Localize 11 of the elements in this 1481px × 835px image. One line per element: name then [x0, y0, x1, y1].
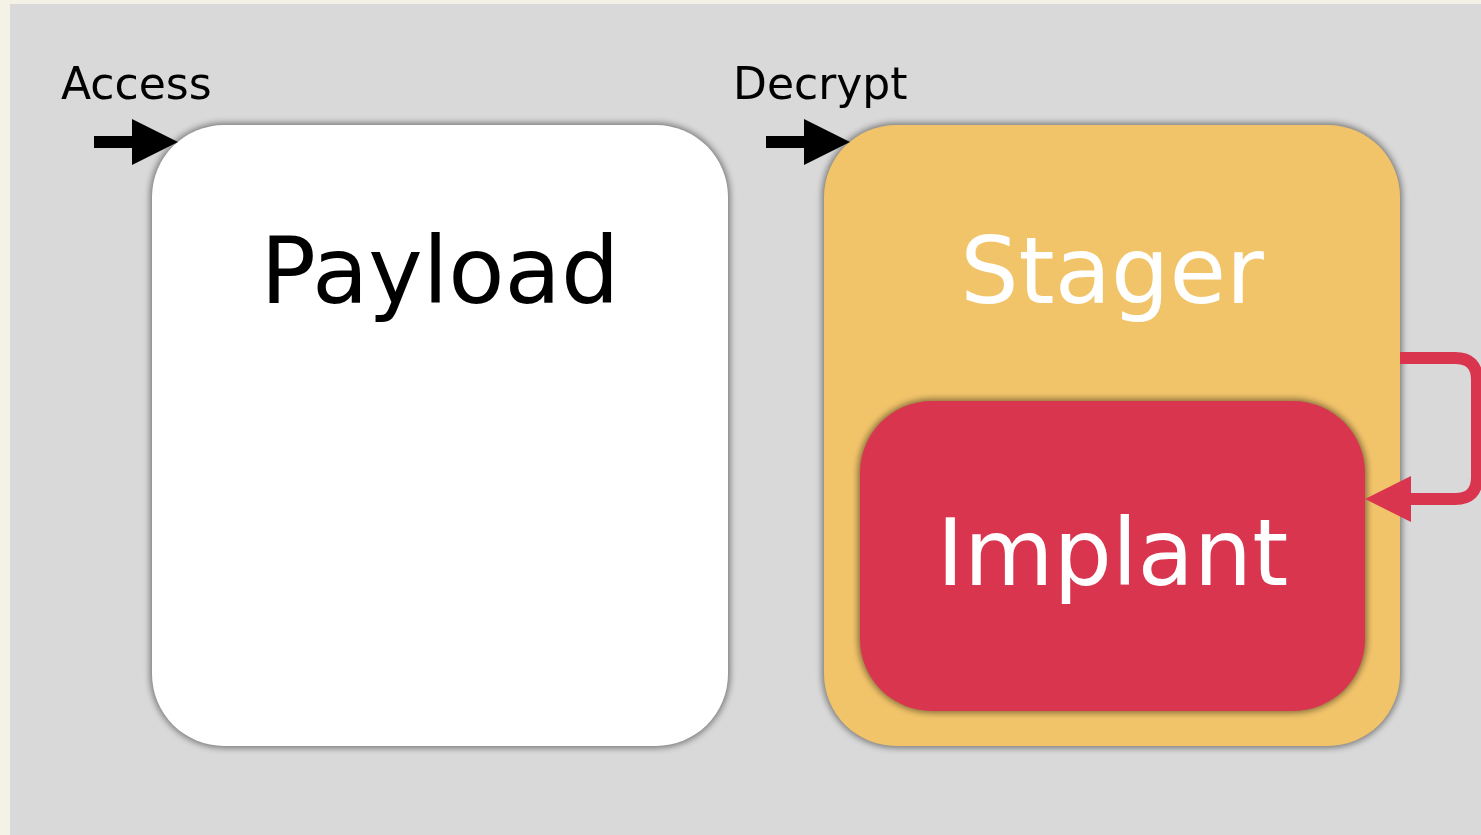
stager-box [824, 125, 1400, 746]
node-title: Stager [960, 217, 1264, 327]
implant-box [860, 401, 1365, 711]
node-title: Payload [260, 217, 620, 327]
arrow [766, 119, 850, 165]
arrow [94, 119, 178, 165]
arrow [1365, 352, 1481, 522]
edge-label: Access [61, 58, 212, 110]
edge-label: Decrypt [733, 58, 908, 110]
node-title: Implant [936, 499, 1289, 609]
payload-box [152, 125, 728, 746]
